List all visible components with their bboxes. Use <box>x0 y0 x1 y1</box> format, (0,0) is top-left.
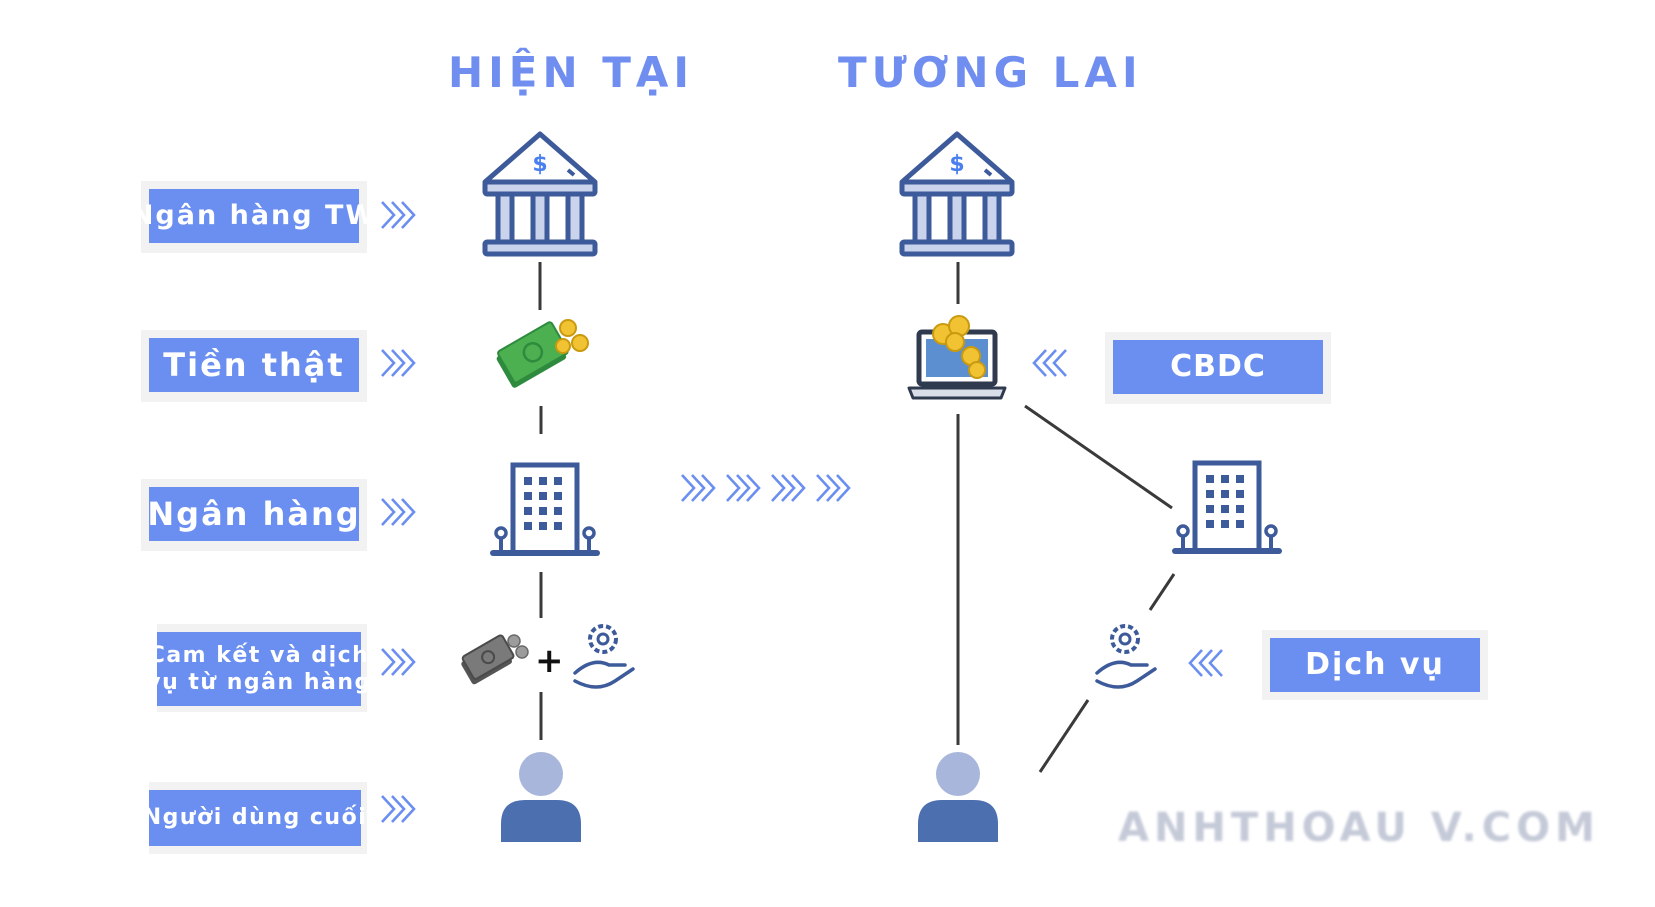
label-cbdc: CBDC <box>1113 340 1323 394</box>
plus-sign: + <box>535 641 564 681</box>
label-bank: Ngân hàng <box>147 487 359 541</box>
label-real-money-container: Tiền thật <box>141 330 367 402</box>
chevron-left-icon <box>1032 348 1068 378</box>
chevron-right-icon <box>380 794 416 824</box>
connector-bank-service <box>1148 573 1176 611</box>
watermark: ANHTHOAU V.COM <box>1118 805 1600 851</box>
service-hand-icon <box>573 624 635 689</box>
chevron-right-icon <box>380 200 416 230</box>
bank-building-icon <box>1175 463 1279 551</box>
connector-service-user <box>1038 699 1090 773</box>
chevron-right-icon <box>725 473 761 503</box>
label-commitment: Cam kết và dịch vụ từ ngân hàng <box>146 632 370 706</box>
label-commitment-line2: vụ từ ngân hàng <box>146 670 372 695</box>
service-hand-icon <box>1095 624 1157 689</box>
bank-building-icon <box>493 465 597 553</box>
chevron-right-icon <box>770 473 806 503</box>
chevron-right-icon <box>815 473 851 503</box>
heading-future: TƯƠNG LAI <box>838 48 1143 97</box>
label-cbdc-container: CBDC <box>1105 332 1331 404</box>
label-end-user-container: Người dùng cuối <box>143 782 367 854</box>
label-commitment-line1: Cam kết và dịch <box>148 642 370 668</box>
laptop-coins-icon <box>907 315 1007 400</box>
person-icon <box>501 752 581 842</box>
chevron-right-icon <box>380 497 416 527</box>
chevron-right-icon <box>380 647 416 677</box>
label-commitment-container: Cam kết và dịch vụ từ ngân hàng <box>146 624 370 712</box>
label-bank-container: Ngân hàng <box>141 479 367 551</box>
cash-gray-icon <box>461 634 529 685</box>
label-service: Dịch vụ <box>1270 638 1480 692</box>
label-real-money: Tiền thật <box>149 338 359 392</box>
chevron-right-icon <box>680 473 716 503</box>
transition-arrows <box>680 473 851 503</box>
heading-present: HIỆN TẠI <box>448 48 695 97</box>
person-icon <box>918 752 998 842</box>
cash-icon <box>496 319 589 388</box>
central-bank-icon <box>902 134 1012 254</box>
chevron-right-icon <box>380 348 416 378</box>
chevron-left-icon <box>1188 648 1224 678</box>
central-bank-icon <box>485 134 595 254</box>
label-service-container: Dịch vụ <box>1262 630 1488 700</box>
label-central-bank-container: Ngân hàng TW <box>131 181 375 253</box>
label-end-user: Người dùng cuối <box>143 790 366 846</box>
label-central-bank: Ngân hàng TW <box>131 189 375 243</box>
connector-laptop-bank <box>1024 404 1173 510</box>
